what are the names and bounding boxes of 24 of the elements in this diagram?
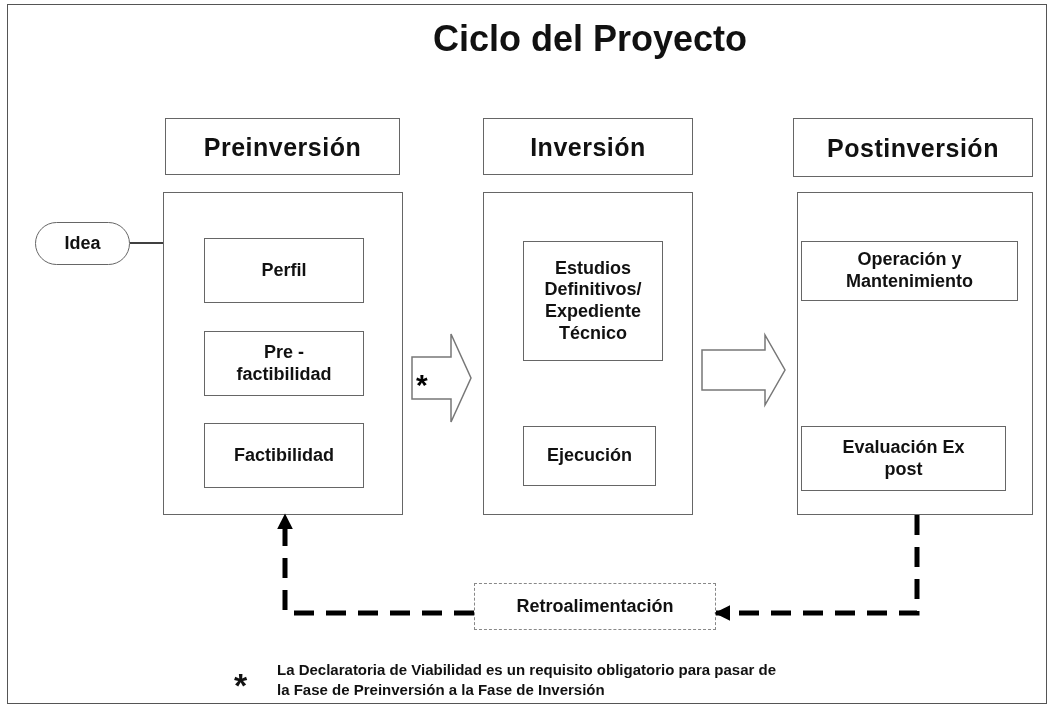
start-terminal: Idea <box>35 222 130 265</box>
footnote-text: La Declaratoria de Viabilidad es un requisito obligatorio para pasar de la Fase de Preinversión a la Fase de Inversión <box>277 660 778 699</box>
dashed-arrow <box>714 515 920 621</box>
phase-panel <box>797 192 1033 515</box>
process-box: Ejecución <box>523 426 656 486</box>
phase-header: Inversión <box>483 118 693 175</box>
phase-header: Postinversión <box>793 118 1033 177</box>
phase-panel <box>483 192 693 515</box>
dashed-arrow <box>277 513 474 616</box>
connector-line <box>129 242 164 244</box>
feedback-box: Retroalimentación <box>474 583 716 630</box>
phase-header: Preinversión <box>165 118 400 175</box>
process-box: Pre - factibilidad <box>204 331 364 396</box>
phase-panel <box>163 192 403 515</box>
block-arrow <box>411 333 472 423</box>
process-box: Estudios Definitivos/ Expediente Técnico <box>523 241 663 361</box>
footnote-marker: * <box>234 668 248 702</box>
process-box: Perfil <box>204 238 364 303</box>
block-arrow <box>701 332 786 408</box>
process-box: Factibilidad <box>204 423 364 488</box>
diagram-title: Ciclo del Proyecto <box>431 18 749 60</box>
process-box: Evaluación Ex post <box>801 426 1006 491</box>
process-box: Operación y Mantenimiento <box>801 241 1018 301</box>
edge-label: * <box>416 370 428 400</box>
